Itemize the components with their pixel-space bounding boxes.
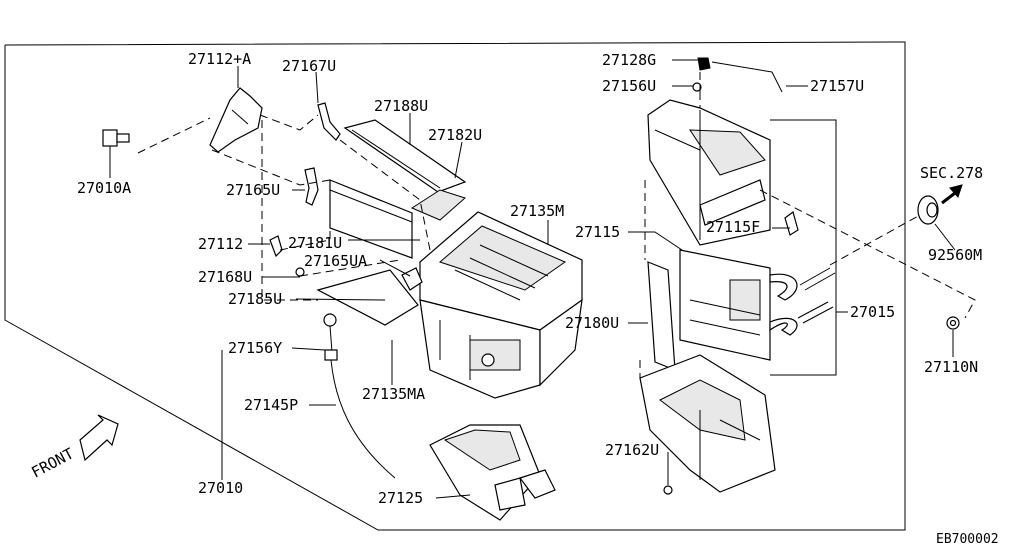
diagram-code: EB700002 xyxy=(936,532,999,547)
label-92560m: 92560M xyxy=(928,246,982,264)
label-27156y: 27156Y xyxy=(228,339,282,357)
label-27165ua: 27165UA xyxy=(304,252,367,270)
label-27010: 27010 xyxy=(198,479,243,497)
label-27010a: 27010A xyxy=(77,179,131,197)
label-27145p: 27145P xyxy=(244,396,298,414)
label-27162u: 27162U xyxy=(605,441,659,459)
label-27182u: 27182U xyxy=(428,126,482,144)
label-27135m: 27135M xyxy=(510,202,564,220)
label-27112-a: 27112+A xyxy=(188,50,251,68)
label-27156u: 27156U xyxy=(602,77,656,95)
label-27180u: 27180U xyxy=(565,314,619,332)
label-27181u: 27181U xyxy=(288,234,342,252)
label-27168u: 27168U xyxy=(198,268,252,286)
front-direction-arrow xyxy=(79,414,119,462)
part-labels: 27112+A 27167U 27188U 27182U 27010A 2716… xyxy=(28,50,998,547)
label-27015: 27015 xyxy=(850,303,895,321)
label-27157u: 27157U xyxy=(810,77,864,95)
label-27112: 27112 xyxy=(198,235,243,253)
label-27128g: 27128G xyxy=(602,51,656,69)
label-27188u: 27188U xyxy=(374,97,428,115)
heater-housing-assembly xyxy=(102,87,583,521)
label-front: FRONT xyxy=(28,444,76,481)
assembly-boundary xyxy=(4,41,906,531)
leader-lines xyxy=(109,59,956,499)
label-27115: 27115 xyxy=(575,223,620,241)
evaporator-heater-core-assembly xyxy=(639,57,976,495)
label-sec-278: SEC.278 xyxy=(920,164,983,182)
label-27115f: 27115F xyxy=(706,218,760,236)
label-27125: 27125 xyxy=(378,489,423,507)
label-27135ma: 27135MA xyxy=(362,385,425,403)
label-27165u: 27165U xyxy=(226,181,280,199)
label-27110n: 27110N xyxy=(924,358,978,376)
label-27167u: 27167U xyxy=(282,57,336,75)
label-27185u: 27185U xyxy=(228,290,282,308)
